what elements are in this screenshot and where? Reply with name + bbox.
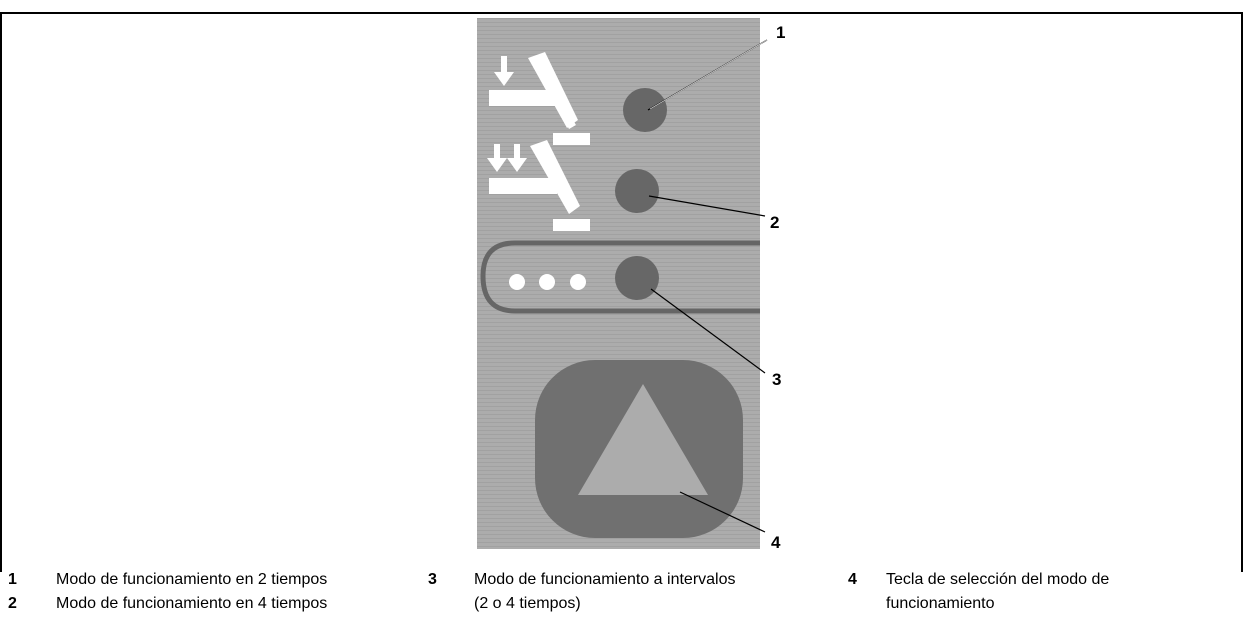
legend-text-continued: funcionamiento xyxy=(886,595,995,612)
legend-number: 3 xyxy=(428,571,437,588)
legend-text: Modo de funcionamiento en 4 tiempos xyxy=(56,595,328,612)
callout-4: 4 xyxy=(771,533,781,552)
interval-dot-icon xyxy=(509,274,525,290)
triangle-up-icon xyxy=(578,384,708,495)
four-step-torch-icon xyxy=(487,140,590,231)
callout-1: 1 xyxy=(776,23,786,42)
legend-number: 1 xyxy=(8,571,17,588)
led-two-step xyxy=(623,88,667,132)
figure-frame xyxy=(0,12,1243,572)
legend-text-continued: (2 o 4 tiempos) xyxy=(474,595,581,612)
callout-leaders xyxy=(647,39,768,533)
two-step-torch-icon xyxy=(489,52,590,145)
legend-item-2: 2 Modo de funcionamiento en 4 tiempos xyxy=(8,593,408,615)
callout-2: 2 xyxy=(770,213,780,232)
legend-item-1: 1 Modo de funcionamiento en 2 tiempos xyxy=(8,569,408,591)
interval-bracket xyxy=(480,240,760,314)
legend-item-4: 4 Tecla de selección del modo de funcion… xyxy=(848,569,1228,615)
legend-number: 4 xyxy=(848,571,857,588)
interval-dot-icon xyxy=(539,274,555,290)
led-four-step xyxy=(615,169,659,213)
callout-3: 3 xyxy=(772,370,782,389)
legend-item-3: 3 Modo de funcionamiento a intervalos (2… xyxy=(428,569,808,615)
legend-number: 2 xyxy=(8,595,17,612)
legend-text: Modo de funcionamiento a intervalos xyxy=(474,571,736,588)
led-interval xyxy=(615,256,659,300)
interval-dot-icon xyxy=(570,274,586,290)
legend-text: Modo de funcionamiento en 2 tiempos xyxy=(56,571,328,588)
legend-text: Tecla de selección del modo de xyxy=(886,571,1110,588)
